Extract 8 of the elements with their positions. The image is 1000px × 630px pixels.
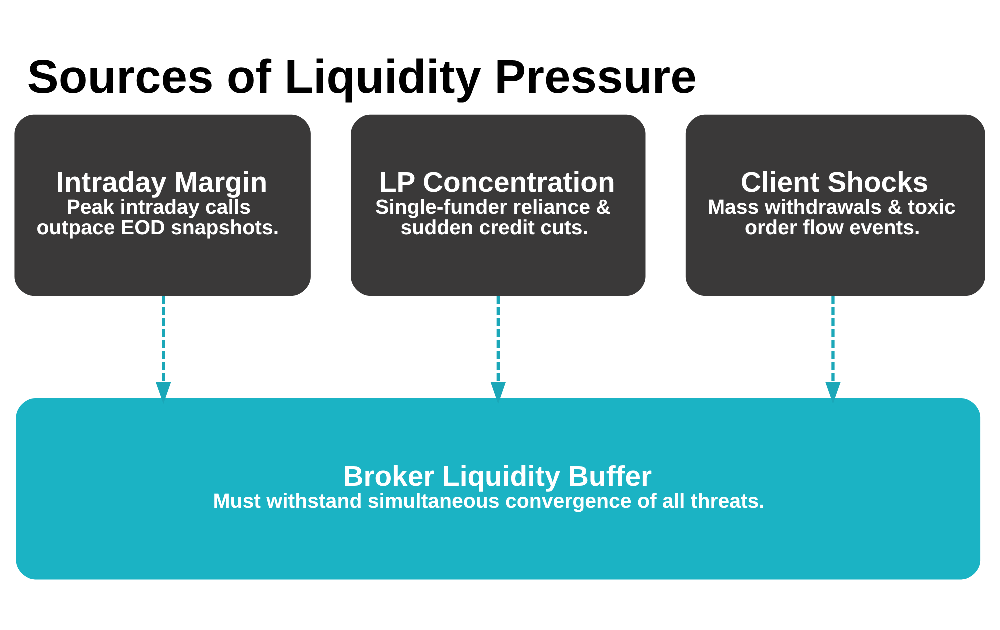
arrow bbox=[156, 296, 172, 404]
diagram-title: Sources of Liquidity Pressure bbox=[27, 50, 697, 104]
node-box: Intraday Margin Peak intraday calls outpace EOD snapshots. bbox=[14, 114, 311, 296]
node-box: Broker Liquidity Buffer Must withstand simultaneous convergence of all threats. bbox=[16, 398, 981, 580]
arrow bbox=[826, 296, 841, 404]
node-box: LP Concentration Single-funder reliance & sudden credit cuts. bbox=[351, 114, 646, 296]
arrow bbox=[490, 296, 506, 404]
node-box: Client Shocks Mass withdrawals & toxic order flow events. bbox=[686, 114, 986, 296]
